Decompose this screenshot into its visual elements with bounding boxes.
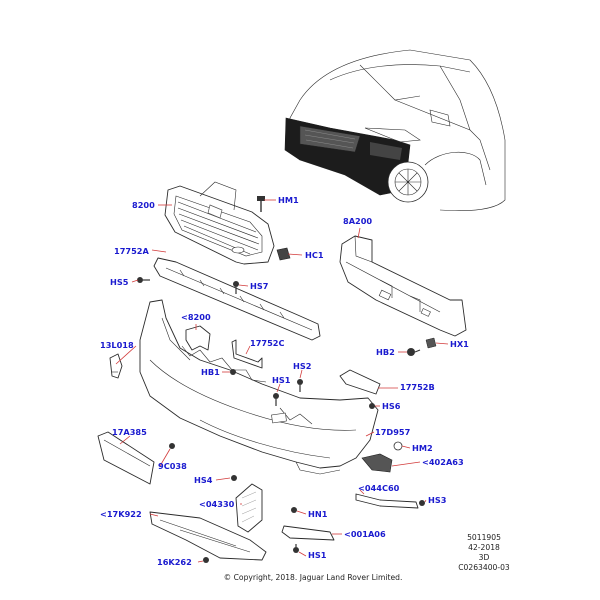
screw-hs4[interactable] [231,475,237,481]
label-hs3[interactable]: HS3 [428,495,447,505]
bolt-hb2[interactable] [407,348,421,356]
nut-hn1[interactable] [291,507,297,513]
bracket-8200[interactable] [185,325,211,351]
screw-hs5[interactable] [137,277,150,283]
screw-hs7[interactable] [233,281,239,294]
cover-001a06[interactable] [281,525,335,541]
label-044c60[interactable]: <044C60 [358,483,400,493]
undertray-17k922[interactable] [149,511,267,561]
label-hm2[interactable]: HM2 [412,443,433,453]
label-hs5[interactable]: HS5 [110,277,129,287]
ref-line-1: 5011905 [467,533,501,542]
label-hs1-lower[interactable]: HS1 [308,550,327,560]
label-hn1[interactable]: HN1 [308,509,328,519]
fastener-16k262[interactable] [203,557,209,563]
label-17d957[interactable]: 17D957 [375,427,411,437]
bracket-402a63[interactable] [361,453,393,473]
label-hb1[interactable]: HB1 [201,367,220,377]
label-001a06[interactable]: <001A06 [344,529,386,539]
label-hb2[interactable]: HB2 [376,347,395,357]
screw-hm1[interactable] [257,196,265,212]
sensor-13l018[interactable] [109,353,123,379]
label-hs7[interactable]: HS7 [250,281,269,291]
label-17k922[interactable]: <17K922 [100,509,142,519]
label-hm1[interactable]: HM1 [278,195,299,205]
bracket-17752c[interactable] [231,339,263,369]
vehicle-overview [284,49,506,211]
screw-hs1-upper[interactable] [273,393,279,406]
label-hs4[interactable]: HS4 [194,475,213,485]
screw-hs2[interactable] [297,379,303,392]
label-hs1-upper[interactable]: HS1 [272,375,291,385]
clip-hc1[interactable] [276,247,291,261]
bolt-hb1[interactable] [230,369,236,375]
bracket-17752b[interactable] [339,369,381,395]
leader-lines [115,199,449,563]
clip-hx1[interactable] [425,337,437,349]
bumper-beam-8a200[interactable] [339,235,467,337]
reinforcement-17752a[interactable] [153,257,321,341]
screw-hm2[interactable] [393,441,403,451]
insert-04330[interactable] [235,483,263,533]
screw-hs6[interactable] [369,403,375,409]
label-04330[interactable]: <04330 [199,499,235,509]
label-17752c[interactable]: 17752C [250,338,285,348]
label-8200[interactable]: 8200 [132,200,155,210]
ref-line-2: 42-2018 [468,543,500,552]
grille-8200[interactable] [164,181,275,265]
bumper-cover[interactable] [139,299,379,475]
label-hs6[interactable]: HS6 [382,401,401,411]
copyright-text: © Copyright, 2018. Jaguar Land Rover Lim… [224,573,403,582]
license-plate-17a385[interactable] [97,431,155,485]
label-hs2[interactable]: HS2 [293,361,311,371]
label-17752b[interactable]: 17752B [400,382,435,392]
screw-hs3[interactable] [419,500,425,506]
label-17a385[interactable]: 17A385 [112,427,147,437]
reference-block: 5011905 42-2018 3D C0263400-03 [458,533,510,572]
ref-line-4: C0263400-03 [458,563,510,572]
callout-labels: 8200 HM1 8A200 17752A HC1 HS5 HS7 <8200 … [100,195,469,567]
label-16k262[interactable]: 16K262 [157,557,192,567]
label-9c038[interactable]: 9C038 [158,461,187,471]
screw-hs1-lower[interactable] [293,544,299,553]
label-17752a[interactable]: 17752A [114,246,149,256]
label-hc1[interactable]: HC1 [305,250,324,260]
label-402a63[interactable]: <402A63 [422,457,464,467]
label-13l018[interactable]: 13L018 [100,340,134,350]
clip-9c038[interactable] [169,443,175,449]
label-8a200[interactable]: 8A200 [343,216,372,226]
label-hx1[interactable]: HX1 [450,339,469,349]
trim-044c60[interactable] [355,493,419,509]
ref-line-3: 3D [479,553,490,562]
label-8200-bracket[interactable]: <8200 [181,312,211,322]
